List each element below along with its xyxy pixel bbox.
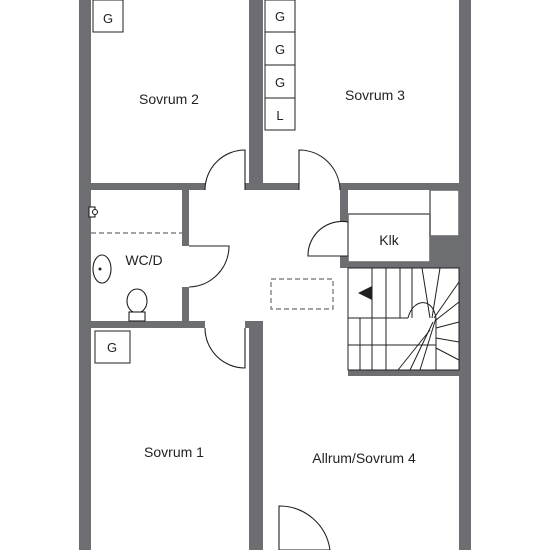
- room-label-sovrum1: Sovrum 1: [144, 444, 204, 460]
- cabinet-top-left: [92, 0, 124, 33]
- cabinet-right-1-label: G: [275, 9, 285, 24]
- wc-bottom-wall: [91, 321, 205, 328]
- stair-direction-arrow-icon: [358, 286, 372, 300]
- room-label-sovrum2: Sovrum 2: [139, 91, 199, 107]
- room-label-klk: Klk: [379, 232, 399, 248]
- wall-bedroom2-bottom-stub: [245, 183, 263, 190]
- cabinet-right-1: [264, 0, 296, 33]
- door-bedroom2: [204, 149, 246, 191]
- closet-bottom-wall: [340, 262, 459, 268]
- wall-bedroom3-bottom-stub: [263, 183, 299, 190]
- closet-inner-outline: [347, 213, 431, 263]
- door-allrum: [278, 505, 331, 550]
- cabinet-right-4: [264, 97, 296, 131]
- cabinet-lower-left-label: G: [107, 340, 117, 355]
- toilet-icon: [126, 288, 148, 322]
- wall-bedroom2-bedroom3: [249, 0, 263, 190]
- wall-bedroom2-bottom: [91, 183, 205, 190]
- right-exterior-wall: [459, 0, 471, 550]
- cabinet-right-2: [264, 31, 296, 66]
- loft-hatch: [270, 278, 334, 310]
- door-bedroom3: [298, 149, 341, 191]
- cabinet-right-3: [264, 64, 296, 99]
- cabinet-top-left-label: G: [103, 11, 113, 26]
- room-label-sovrum3: Sovrum 3: [345, 87, 405, 103]
- door-wc: [188, 245, 230, 288]
- left-exterior-wall: [79, 0, 91, 550]
- closet-left-wall: [340, 190, 348, 222]
- cabinet-lower-left: [94, 330, 131, 364]
- wall-bedroom3-bottom: [340, 183, 459, 190]
- closet-shelf-outline: [429, 189, 460, 237]
- closet-right-block: [430, 236, 459, 268]
- cabinet-right-3-label: G: [275, 75, 285, 90]
- stair-bottom-wall: [348, 370, 459, 376]
- door-bedroom1: [204, 327, 246, 369]
- sink-icon: [92, 254, 112, 284]
- door-closet: [307, 220, 349, 257]
- wc-right-wall: [182, 190, 189, 246]
- cabinet-right-4-label: L: [276, 108, 283, 123]
- tap-icon: [88, 206, 99, 218]
- cabinet-right-2-label: G: [275, 42, 285, 57]
- staircase: [347, 267, 460, 371]
- wall-bedroom1-allrum: [249, 321, 263, 550]
- room-label-allrum: Allrum/Sovrum 4: [312, 450, 416, 466]
- wc-right-wall-lower: [182, 287, 189, 327]
- room-label-wcd: WC/D: [125, 252, 162, 268]
